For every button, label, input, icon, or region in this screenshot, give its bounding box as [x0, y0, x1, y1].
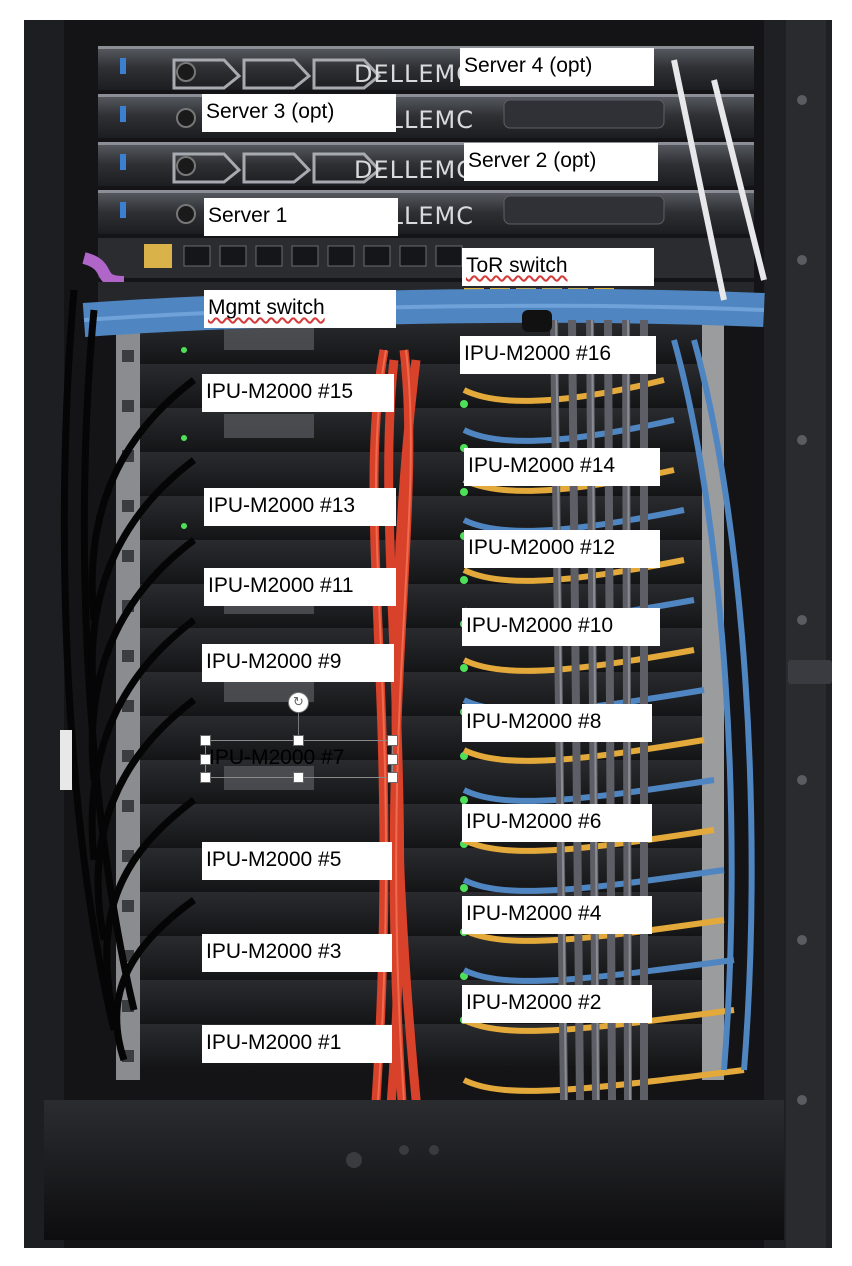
resize-handle-right[interactable] — [387, 754, 398, 765]
black-cables — [60, 289, 197, 1062]
ipu12-label: IPU-M2000 #12 — [464, 530, 660, 568]
resize-handle-bottom-left[interactable] — [200, 772, 211, 783]
tor-switch-text: ToR switch — [466, 254, 568, 277]
ipu4-label: IPU-M2000 #4 — [462, 896, 652, 934]
ipu15-label: IPU-M2000 #15 — [202, 374, 394, 412]
dell-logo: DELLEMC — [354, 156, 474, 184]
ipu5-label: IPU-M2000 #5 — [202, 842, 392, 880]
server1-label: Server 1 — [204, 198, 398, 236]
yellow-cables — [462, 377, 745, 1094]
ipu9-label: IPU-M2000 #9 — [202, 644, 394, 682]
mgmt-switch-text: Mgmt switch — [208, 296, 325, 319]
ipu8-label: IPU-M2000 #8 — [462, 704, 652, 742]
server-unit: DELLEMC — [98, 94, 754, 138]
ipu14-label: IPU-M2000 #14 — [464, 448, 660, 486]
server-unit: DELLEMC — [98, 46, 754, 90]
ipu16-label: IPU-M2000 #16 — [460, 336, 656, 374]
server2-label: Server 2 (opt) — [464, 143, 658, 181]
tor-switch-label: ToR switch — [462, 248, 654, 286]
mgmt-switch-label: Mgmt switch — [204, 290, 396, 328]
ipu11-label: IPU-M2000 #11 — [204, 568, 396, 606]
ipu7-label[interactable]: IPU-M2000 #7 — [209, 746, 345, 769]
resize-handle-left[interactable] — [200, 754, 211, 765]
resize-handle-top[interactable] — [293, 735, 304, 746]
server-unit: DELLEMC — [98, 190, 754, 234]
rack-side-screws — [797, 95, 807, 1105]
ipu1-label: IPU-M2000 #1 — [202, 1025, 392, 1063]
resize-handle-top-right[interactable] — [387, 735, 398, 746]
resize-handle-bottom-right[interactable] — [387, 772, 398, 783]
server4-label: Server 4 (opt) — [460, 48, 654, 86]
ipu13-label: IPU-M2000 #13 — [204, 488, 396, 526]
rack-floor — [44, 1100, 784, 1240]
server3-label: Server 3 (opt) — [202, 94, 396, 132]
ipu3-label: IPU-M2000 #3 — [202, 934, 392, 972]
ipu10-label: IPU-M2000 #10 — [462, 608, 660, 646]
ipu2-label: IPU-M2000 #2 — [462, 985, 652, 1023]
dell-logo: DELLEMC — [354, 60, 474, 88]
ipu6-label: IPU-M2000 #6 — [462, 804, 652, 842]
resize-handle-bottom[interactable] — [293, 772, 304, 783]
rotation-handle-stem — [298, 708, 299, 740]
server-rack-photo: DELLEMC DELLEMC DELLEMC DELLEMC — [24, 20, 832, 1248]
rotate-handle-icon[interactable]: ↻ — [288, 692, 309, 713]
resize-handle-top-left[interactable] — [200, 735, 211, 746]
